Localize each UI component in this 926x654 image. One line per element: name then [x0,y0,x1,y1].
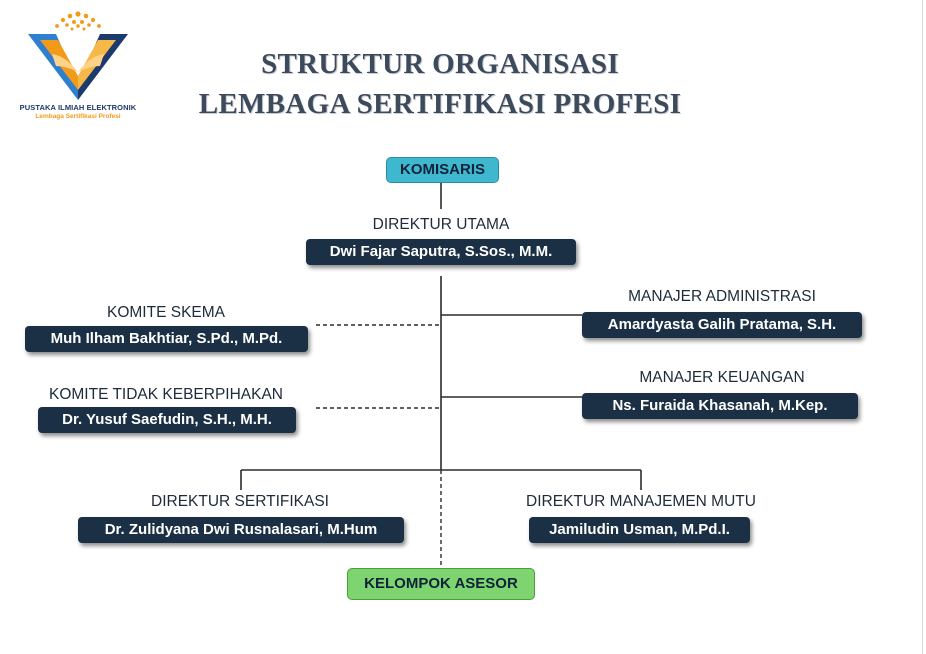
direktur-sertifikasi-name: Dr. Zulidyana Dwi Rusnalasari, M.Hum [78,517,404,543]
komite-skema-role: KOMITE SKEMA [107,304,225,321]
komisaris-box: KOMISARIS [386,157,499,183]
page-title-line1: STRUKTUR ORGANISASI [261,48,619,80]
logo-emblem-icon [28,11,128,100]
direktur-utama-name: Dwi Fajar Saputra, S.Sos., M.M. [306,239,576,265]
kelompok-asesor-box: KELOMPOK ASESOR [347,568,535,600]
manajer-keuangan-role: MANAJER KEUANGAN [639,369,805,386]
manajer-administrasi-role: MANAJER ADMINISTRASI [628,288,816,305]
logo-subtitle: Lembaga Sertifikasi Profesi [35,113,121,120]
manajer-administrasi-name: Amardyasta Galih Pratama, S.H. [582,312,862,338]
manajer-keuangan-name: Ns. Furaida Khasanah, M.Kep. [582,393,858,419]
logo: PUSTAKA ILMIAH ELEKTRONIK Lembaga Sertif… [8,10,148,122]
komite-tidak-keberpihakan-name: Dr. Yusuf Saefudin, S.H., M.H. [38,407,296,433]
direktur-sertifikasi-role: DIREKTUR SERTIFIKASI [151,493,329,510]
direktur-utama-role: DIREKTUR UTAMA [372,216,510,233]
direktur-manajemen-mutu-name: Jamiludin Usman, M.Pd.I. [529,517,750,543]
komite-skema-name: Muh Ilham Bakhtiar, S.Pd., M.Pd. [25,326,308,352]
page-title-line2: LEMBAGA SERTIFIKASI PROFESI [198,88,682,120]
page-edge [922,0,923,654]
logo-name: PUSTAKA ILMIAH ELEKTRONIK [19,103,137,112]
komite-tidak-keberpihakan-role: KOMITE TIDAK KEBERPIHAKAN [49,386,283,403]
direktur-manajemen-mutu-role: DIREKTUR MANAJEMEN MUTU [526,493,756,510]
